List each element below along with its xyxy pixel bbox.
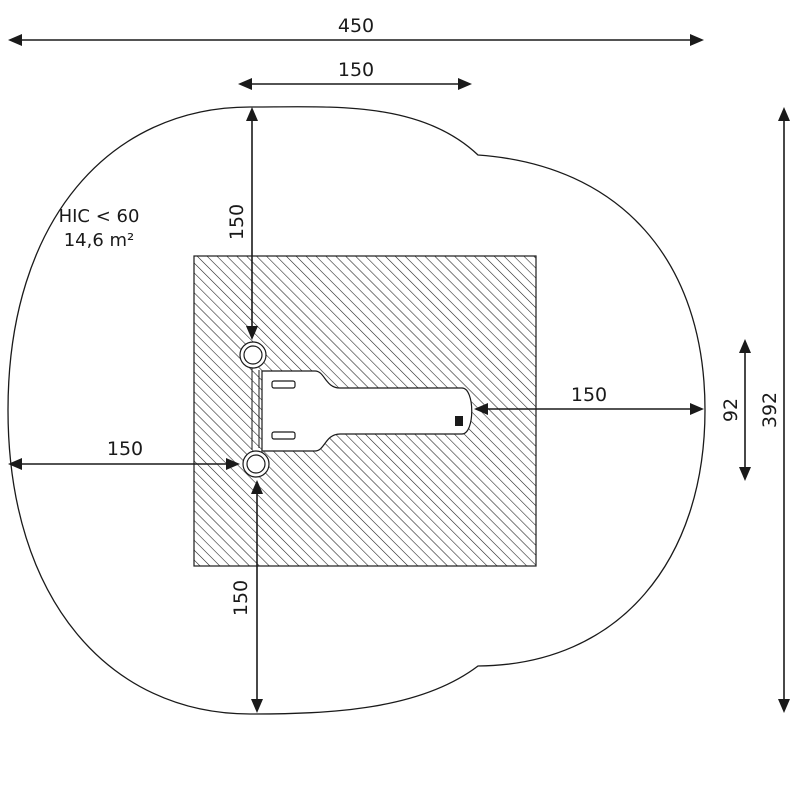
- hic-value-text: HIC < 60: [59, 206, 140, 227]
- dimension-top-clearance: 150: [226, 107, 258, 340]
- post-inner-ring: [246, 454, 266, 474]
- dimension-equipment-width: 92: [720, 339, 751, 481]
- left-clearance-label: 150: [107, 438, 143, 460]
- dimension-top-inner-width: 150: [238, 59, 472, 90]
- top-clearance-label: 150: [226, 204, 248, 240]
- post-inner-ring: [243, 345, 263, 365]
- overall-width-label: 450: [338, 15, 374, 37]
- dimension-bottom-clearance: 150: [230, 480, 263, 713]
- top-inner-width-label: 150: [338, 59, 374, 81]
- dimension-overall-width: 450: [8, 15, 704, 46]
- equipment-body: [261, 370, 473, 452]
- overall-depth-label: 392: [759, 392, 781, 428]
- equipment-width-label: 92: [720, 398, 742, 422]
- dimension-overall-depth: 392: [759, 107, 790, 713]
- bottom-clearance-label: 150: [230, 580, 252, 616]
- dimension-right-clearance: 150: [474, 384, 704, 415]
- play-equipment: [239, 341, 473, 478]
- handle-block: [455, 416, 463, 426]
- surface-area-text: 14,6 m²: [64, 230, 135, 251]
- seat-slot: [271, 431, 296, 440]
- right-clearance-label: 150: [571, 384, 607, 406]
- seat-slot: [271, 380, 296, 389]
- dimension-left-clearance: 150: [8, 438, 240, 470]
- safety-zone-outline: [7, 106, 706, 715]
